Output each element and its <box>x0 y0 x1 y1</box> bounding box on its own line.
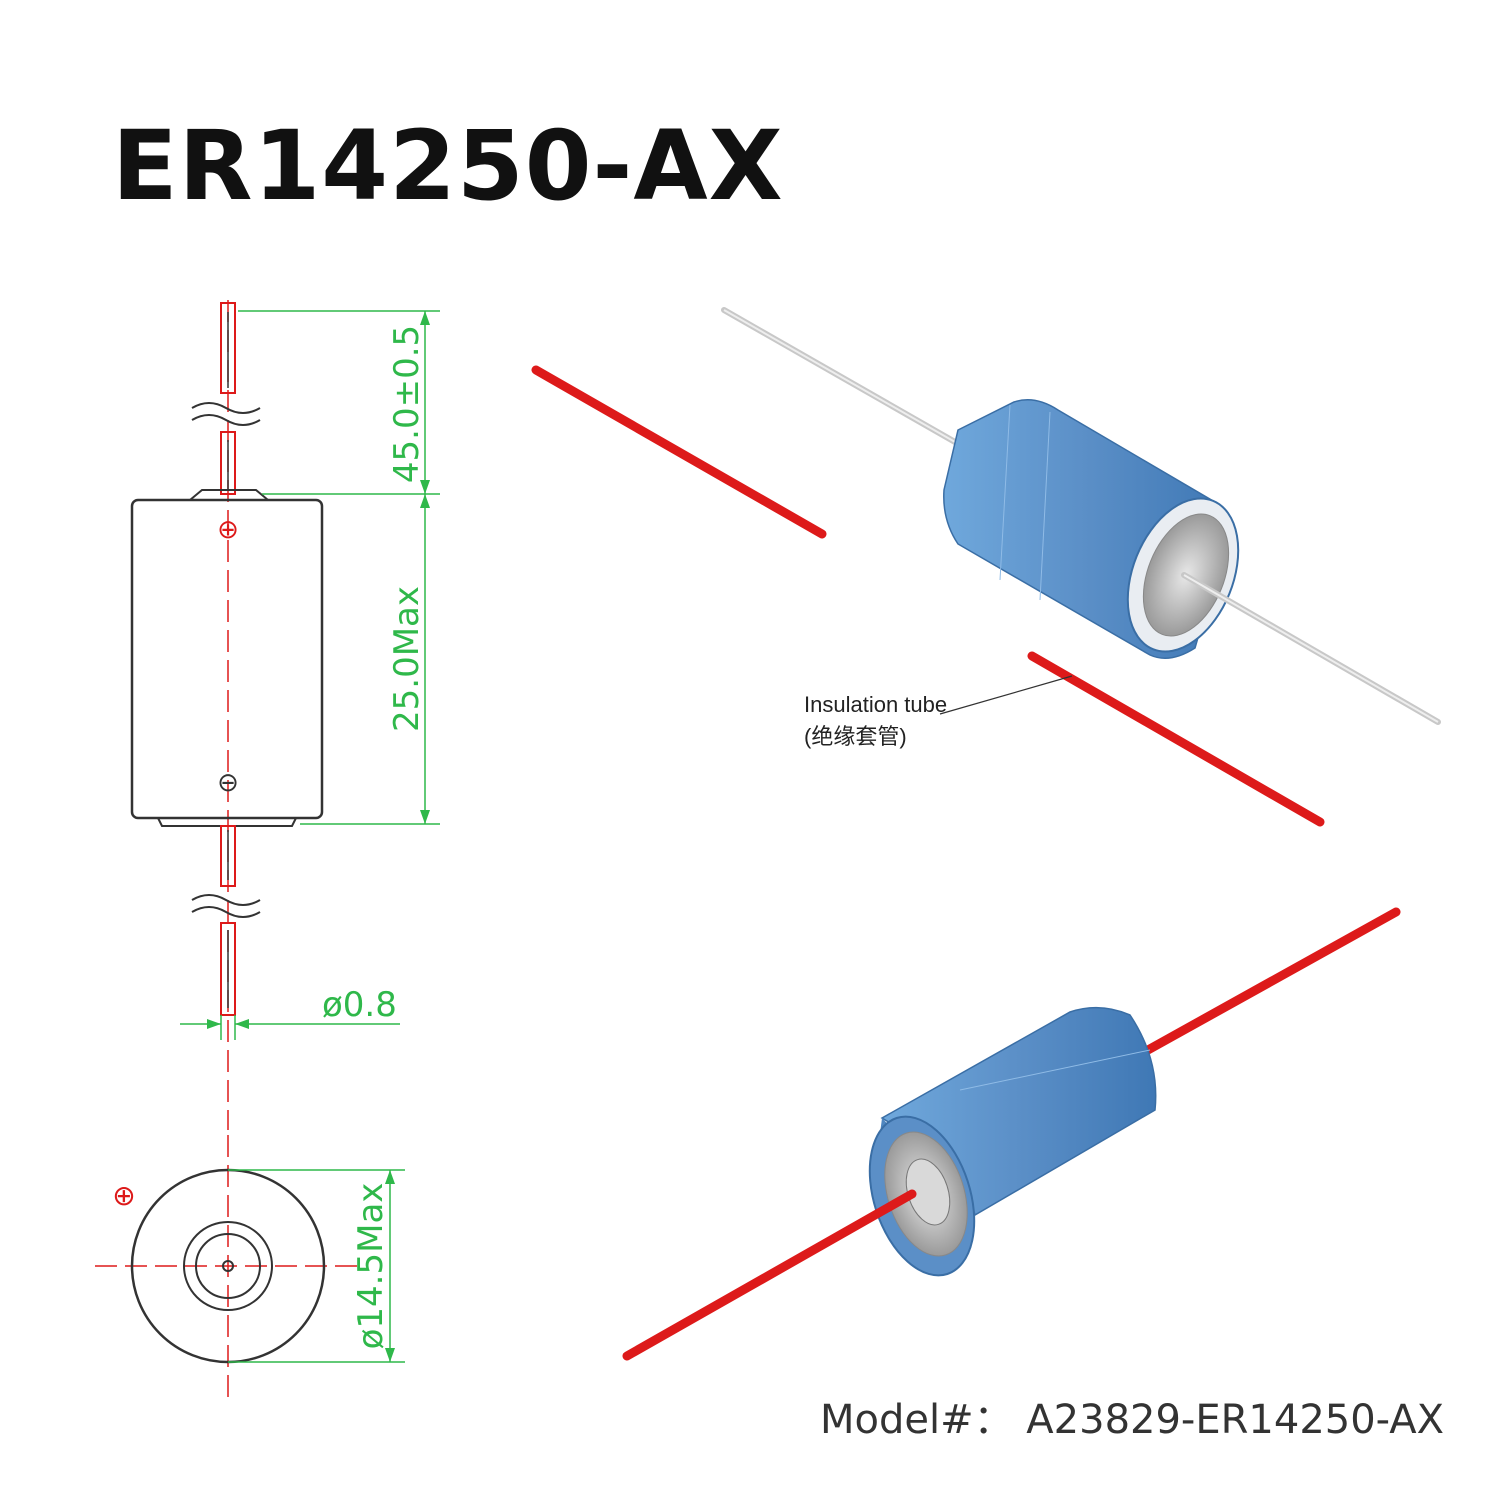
iso1-red-lead-left <box>531 365 827 539</box>
iso2-red-lead-front <box>622 1189 917 1361</box>
side-negative-symbol: ⊖ <box>217 768 239 798</box>
end-view-terminal-ring-inner <box>195 1233 261 1299</box>
insulation-callout-line2: (绝缘套管) <box>804 724 907 749</box>
body-diameter-label: ø14.5Max <box>351 1183 391 1350</box>
iso2-battery-body <box>880 1006 1157 1217</box>
top-lead-lower <box>220 431 236 495</box>
insulation-callout-line1: Insulation tube <box>804 692 947 717</box>
body-diameter-dimension <box>228 1169 405 1363</box>
side-view: ⊕ ⊖ 45.0±0.5 25.0Max <box>130 300 440 1130</box>
isometric-view-top: Insulation tube (绝缘套管) <box>531 307 1441 827</box>
battery-body-outline <box>130 498 324 820</box>
bottom-lead-lower <box>220 922 236 1016</box>
body-length-label: 25.0Max <box>387 586 427 732</box>
end-view: ⊕ ø14.5Max <box>95 1135 405 1400</box>
bottom-lead-break-symbol <box>191 894 261 918</box>
lead-diameter-label: ø0.8 <box>322 985 397 1025</box>
model-number: Model#： A23829-ER14250-AX <box>819 1397 1444 1443</box>
side-positive-symbol: ⊕ <box>217 515 239 545</box>
bottom-lead-upper <box>220 825 236 887</box>
lead-length-dimension <box>238 310 440 495</box>
end-view-lead-point <box>222 1260 234 1272</box>
lead-diameter-dimension <box>180 1015 400 1040</box>
iso2-red-lead-back <box>1125 907 1401 1065</box>
insulation-callout-leader <box>939 675 1073 715</box>
top-lead-upper <box>220 302 236 394</box>
isometric-view-bottom <box>622 907 1401 1361</box>
iso1-red-lead-right <box>1027 651 1325 827</box>
lead-length-label: 45.0±0.5 <box>387 325 427 483</box>
top-cap-shoulder <box>189 489 269 501</box>
product-title: ER14250-AX <box>112 110 784 222</box>
end-view-terminal-ring-outer <box>183 1221 273 1311</box>
end-positive-symbol: ⊕ <box>112 1179 135 1212</box>
top-lead-break-symbol <box>191 402 261 426</box>
body-length-dimension <box>300 494 440 825</box>
